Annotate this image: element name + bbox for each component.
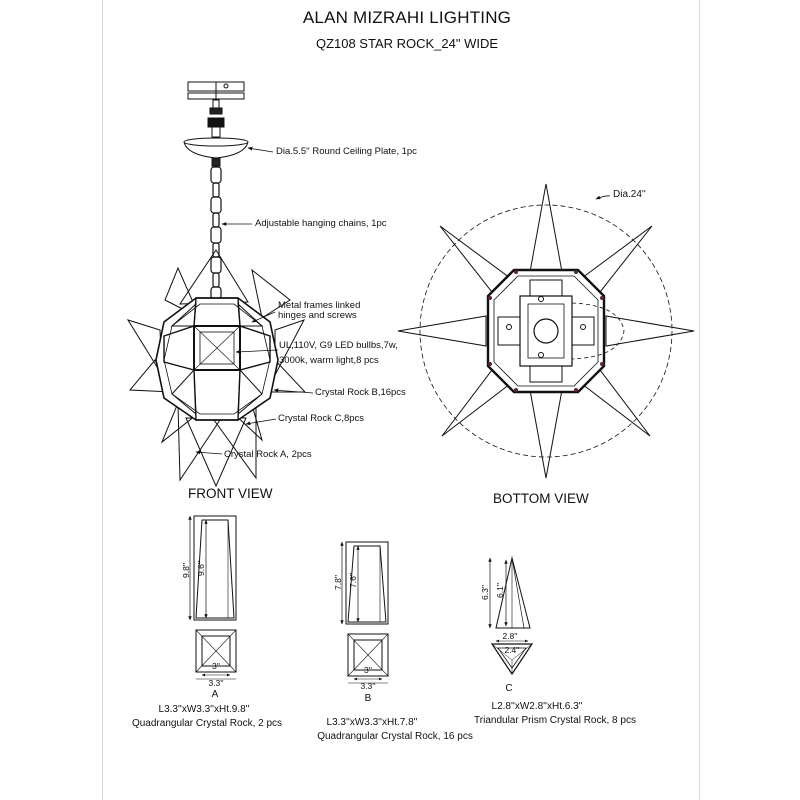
part-b-name: Quadrangular Crystal Rock, 16 pcs [317,731,473,742]
callout-frames-line1: Metal frames linked [278,300,361,311]
callout-bulbs-line2: 3000k, warm light,8 pcs [279,355,379,366]
callout-chains: Adjustable hanging chains, 1pc [255,218,387,229]
part-a-inner-width: 3'' [212,661,220,671]
ceiling-plate [183,137,249,167]
bottom-view-lamp [397,183,695,479]
part-c-inner-width: 2.4'' [504,645,520,655]
bottom-view-label: BOTTOM VIEW [493,491,589,506]
star-body [155,297,279,421]
part-c-top-width: 2.8'' [502,631,518,641]
part-a-drawing [188,515,237,680]
brand-title: ALAN MIZRAHI LIGHTING [302,8,512,27]
front-view-label: FRONT VIEW [188,486,273,501]
part-b-inner-width: 3'' [364,665,372,675]
callout-rock-b: Crystal Rock B,16pcs [315,387,406,398]
hanging-chain [210,166,222,300]
part-c-drawing [488,556,534,676]
callout-rock-c: Crystal Rock C,8pcs [278,413,365,424]
part-a-inner-height: 9.6'' [196,560,206,576]
bottom-diameter-label: Dia.24'' [613,189,646,200]
part-a-outer-width: 3.3'' [208,678,224,688]
callout-bulbs-line1: UL,110V, G9 LED bullbs,7w, [279,340,398,351]
bottom-octagon [486,268,625,394]
model-subtitle: QZ108 STAR ROCK_24" WIDE [315,36,499,51]
part-b-dims: L3.3''xW3.3''xHt.7.8'' [326,717,418,728]
callout-rock-a: Crystal Rock A, 2pcs [224,449,312,460]
front-view-lamp [126,81,314,488]
part-c-inner-height: 6.1'' [495,582,505,598]
part-a-name: Quadrangular Crystal Rock, 2 pcs [131,718,283,729]
callout-frames-line2: hinges and screws [278,310,357,321]
diameter-circle [419,204,673,458]
callout-ceiling-plate: Dia.5.5'' Round Ceiling Plate, 1pc [276,146,417,157]
part-c-dims: L2.8''xW2.8''xHt.6.3'' [491,701,583,712]
part-a-letter: A [211,689,219,700]
mounting-bracket [187,81,245,138]
part-b-outer-height: 7.8'' [333,574,343,590]
part-b-letter: B [364,693,372,704]
part-c-outer-height: 6.3'' [480,584,490,600]
part-b-inner-height: 7.6'' [348,572,358,588]
part-b-drawing [340,541,389,684]
part-a-dims: L3.3''xW3.3''xHt.9.8'' [158,704,250,715]
part-c-name: Triandular Prism Crystal Rock, 8 pcs [474,715,636,726]
part-b-outer-width: 3.3'' [360,681,376,691]
front-callout-lines [195,146,314,455]
part-c-letter: C [505,683,513,694]
part-a-outer-height: 9.8'' [181,562,191,578]
